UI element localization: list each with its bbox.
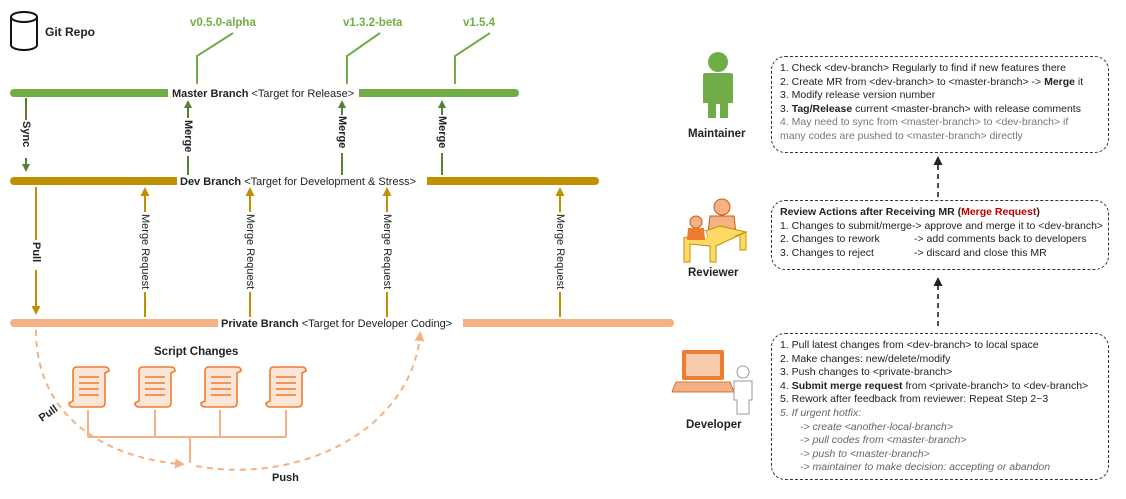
script-icon xyxy=(134,366,176,408)
developer-substep: -> maintainer to make decision: acceptin… xyxy=(800,461,1051,474)
developer-actions-box: 1. Pull latest changes from <dev-branch>… xyxy=(771,333,1109,480)
script-icon xyxy=(265,366,307,408)
merge-label: Merge xyxy=(436,116,448,148)
developer-step: 3. Push changes to <private-branch> xyxy=(780,366,953,379)
maintainer-step: 4. May need to sync from <master-branch>… xyxy=(780,116,1069,129)
dev-branch-label: Dev Branch <Target for Development & Str… xyxy=(180,176,416,188)
master-branch-label: Master Branch <Target for Release> xyxy=(172,88,354,100)
sync-label: Sync xyxy=(20,121,32,147)
script-icon xyxy=(200,366,242,408)
reviewer-label: Reviewer xyxy=(688,267,739,279)
tag-connector xyxy=(454,32,491,84)
repo-label: Git Repo xyxy=(45,25,95,39)
push-dashed-curve xyxy=(195,331,425,471)
merge-request-label: Merge Request xyxy=(139,214,151,289)
merge-request-label: Merge Request xyxy=(554,214,566,289)
reviewer-action: 3. Changes to reject-> discard and close… xyxy=(780,246,1047,259)
version-tag: v1.3.2-beta xyxy=(343,17,403,29)
maintainer-actions-box: 1. Check <dev-branch> Regularly to find … xyxy=(771,56,1109,153)
pull-curve-label: Pull xyxy=(37,403,60,424)
script-icon xyxy=(68,366,110,408)
merge-label: Merge xyxy=(336,116,348,148)
developer-step: 1. Pull latest changes from <dev-branch>… xyxy=(780,339,1039,351)
merge-request-label: Merge Request xyxy=(244,214,256,289)
developer-icon xyxy=(671,350,753,415)
developer-substep: -> push to <master-branch> xyxy=(800,447,930,460)
version-tags: v0.5.0-alpha v1.3.2-beta v1.5.4 xyxy=(190,17,496,84)
database-icon xyxy=(10,11,38,51)
developer-substep: -> create <another-local-branch> xyxy=(800,420,954,433)
tag-connector xyxy=(346,32,381,84)
maintainer-step: 3. Tag/Release current <master-branch> w… xyxy=(780,102,1081,115)
script-changes-label: Script Changes xyxy=(154,346,238,358)
reviewer-action: 2. Changes to rework-> add comments back… xyxy=(780,233,1087,246)
developer-substep: -> pull codes from <master-branch> xyxy=(800,434,967,447)
developer-step: 5. If urgent hotfix: xyxy=(780,406,862,419)
maintainer-step: 1. Check <dev-branch> Regularly to find … xyxy=(780,62,1066,74)
maintainer-step: 2. Create MR from <dev-branch> to <maste… xyxy=(780,75,1084,88)
pull-label: Pull xyxy=(30,242,42,262)
private-branch-label: Private Branch <Target for Developer Cod… xyxy=(221,318,452,330)
developer-label: Developer xyxy=(686,419,742,431)
reviewer-icon xyxy=(682,198,748,263)
script-bracket xyxy=(87,410,287,463)
version-tag: v0.5.0-alpha xyxy=(190,17,256,29)
version-tag: v1.5.4 xyxy=(463,17,496,29)
maintainer-icon xyxy=(703,52,733,118)
developer-step: 2. Make changes: new/delete/modify xyxy=(780,352,951,365)
reviewer-action: 1. Changes to submit/merge-> approve and… xyxy=(780,219,1104,232)
maintainer-label: Maintainer xyxy=(688,128,746,140)
developer-step: 4. Submit merge request from <private-br… xyxy=(780,379,1089,392)
developer-step: 5. Rework after feedback from reviewer: … xyxy=(780,393,1049,406)
pull-dashed-curve xyxy=(35,329,185,469)
merge-request-label: Merge Request xyxy=(381,214,393,289)
maintainer-step: many codes are pushed to <master-branch>… xyxy=(780,129,1023,142)
maintainer-step: 3. Modify release version number xyxy=(780,89,936,102)
tag-connector xyxy=(196,32,234,84)
push-curve-label: Push xyxy=(272,472,299,484)
reviewer-box-title: Review Actions after Receiving MR (Merge… xyxy=(780,206,1040,218)
reviewer-actions-box: Review Actions after Receiving MR (Merge… xyxy=(771,200,1109,270)
merge-label: Merge xyxy=(182,120,194,152)
